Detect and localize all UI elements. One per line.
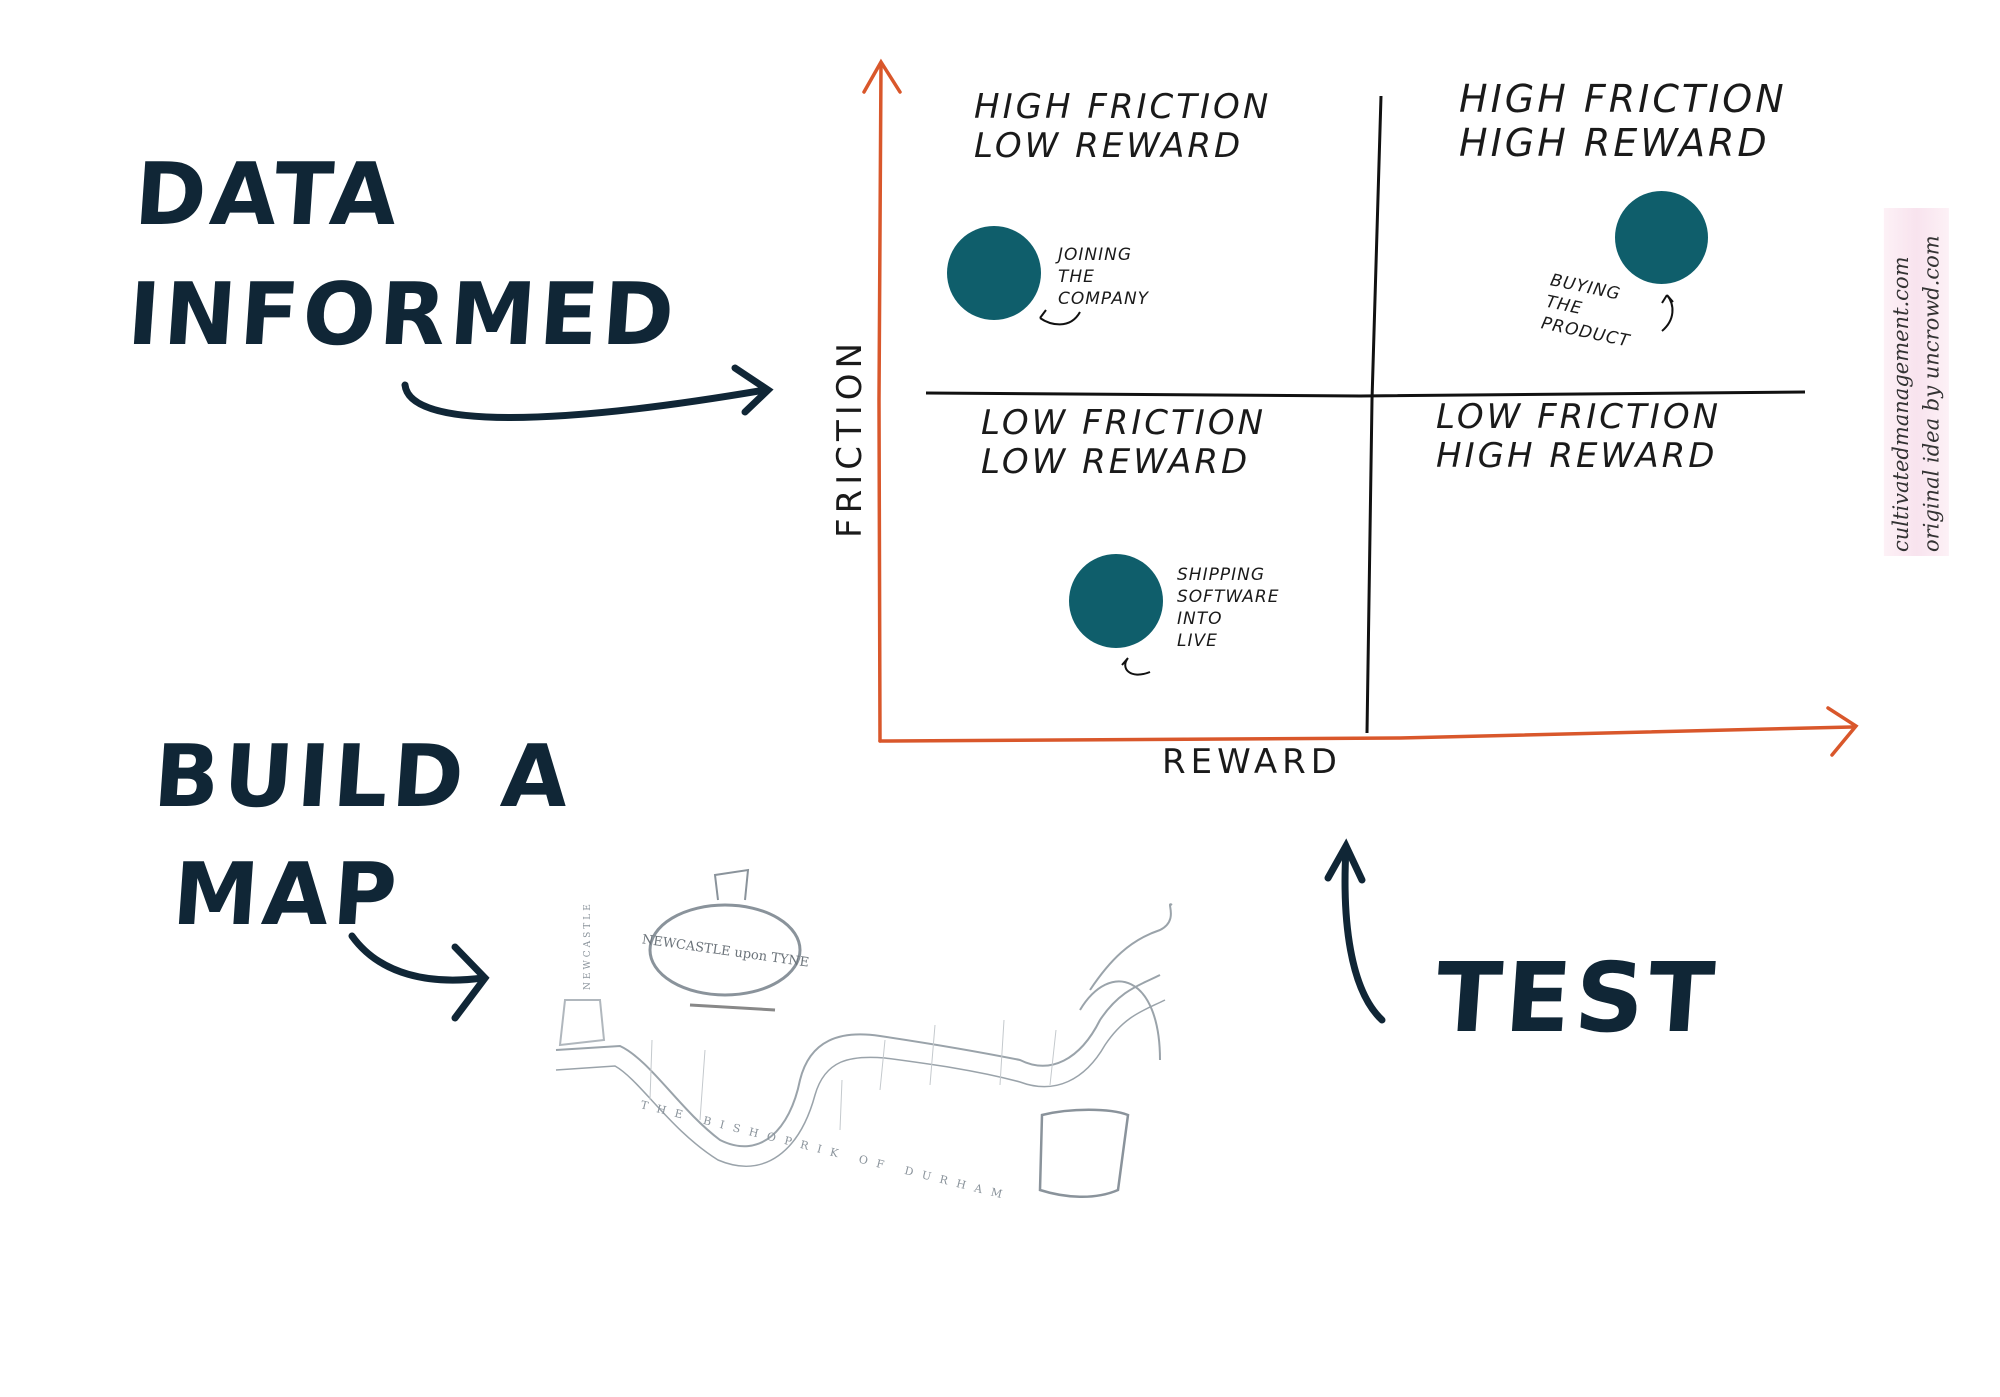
note-line: LIVE <box>1177 631 1218 652</box>
attribution: cultivatedmanagement.com original idea b… <box>1884 208 1949 556</box>
quadrant-line: LOW FRICTION <box>981 403 1267 443</box>
note-line: INTO <box>1177 609 1223 630</box>
item-dot-shipping-software <box>1069 554 1163 648</box>
note-line: SHIPPING <box>1177 565 1265 585</box>
river-map-illustration <box>555 868 1173 1198</box>
data-label: DATA <box>131 145 405 245</box>
x-axis-label: REWARD <box>1162 742 1342 782</box>
horizontal-divider <box>925 390 1806 398</box>
map-bottom-text: THE BISHOPRIK OF DURHAM <box>639 1098 1012 1203</box>
item-dot-joining-company <box>947 226 1041 320</box>
build-a-label: BUILD A <box>150 727 576 827</box>
build-map-arrow <box>348 932 487 984</box>
note-line: JOINING <box>1058 245 1133 265</box>
informed-label: INFORMED <box>124 265 682 365</box>
y-axis-label: FRICTION <box>830 338 870 538</box>
note-line: COMPANY <box>1058 289 1150 310</box>
quadrant-low-friction-low-reward: LOW FRICTION LOW REWARD <box>981 403 1267 483</box>
test-label: TEST <box>1432 942 1722 1054</box>
quadrant-line: HIGH FRICTION <box>974 87 1272 127</box>
note-line: SOFTWARE <box>1177 587 1280 608</box>
quadrant-line: HIGH REWARD <box>1436 436 1718 477</box>
quadrant-line: LOW REWARD <box>981 442 1251 483</box>
map-cartouche-title: NEWCASTLE upon TYNE <box>641 932 810 970</box>
map-label: MAP <box>169 845 404 945</box>
quadrant-line: HIGH FRICTION <box>1459 77 1787 121</box>
vertical-divider <box>1365 95 1383 734</box>
y-axis <box>862 58 902 743</box>
quadrant-high-friction-high-reward: HIGH FRICTION HIGH REWARD <box>1459 77 1787 165</box>
quadrant-line: HIGH REWARD <box>1459 120 1770 165</box>
item-dot-buying-product <box>1615 191 1708 284</box>
test-arrow <box>1341 844 1386 1024</box>
quadrant-line: LOW FRICTION <box>1436 397 1722 437</box>
quadrant-high-friction-low-reward: HIGH FRICTION LOW REWARD <box>974 87 1272 167</box>
note-line: THE <box>1058 267 1095 288</box>
map-side-text: NEWCASTLE <box>583 901 593 990</box>
attribution-line: cultivatedmanagement.com <box>1889 256 1913 553</box>
quadrant-line: LOW REWARD <box>974 126 1244 167</box>
x-axis <box>878 706 1859 757</box>
attribution-line: original idea by uncrowd.com <box>1919 235 1944 552</box>
item-label-shipping-software: SHIPPING SOFTWARE INTO LIVE <box>1177 564 1279 652</box>
item-label-joining-company: JOINING THE COMPANY <box>1058 244 1149 310</box>
data-informed-arrow <box>401 381 769 421</box>
quadrant-low-friction-high-reward: LOW FRICTION HIGH REWARD <box>1436 397 1722 477</box>
